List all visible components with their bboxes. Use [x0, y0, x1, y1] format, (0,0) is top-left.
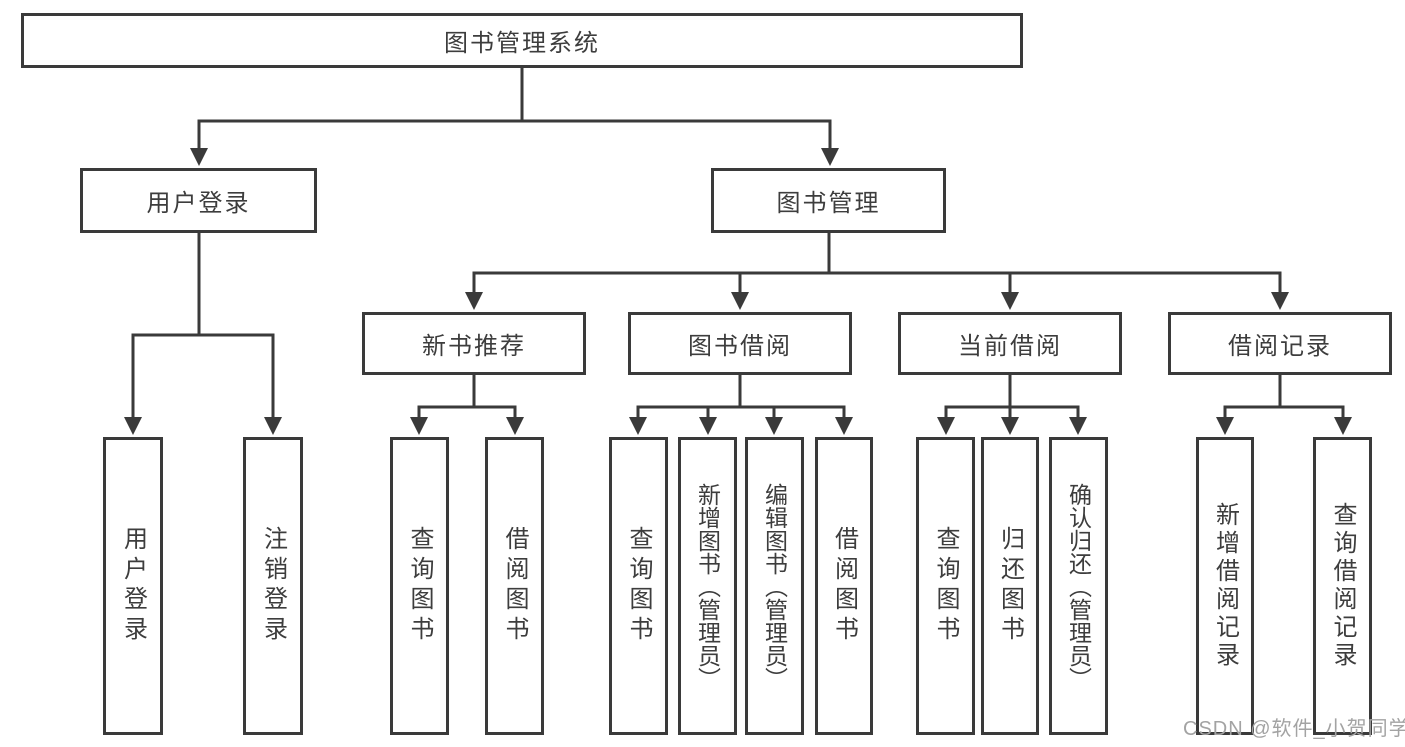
node-book-borrow: 图书借阅: [628, 312, 852, 375]
leaf-query-books-current: 查询图书: [916, 437, 975, 735]
leaf-add-book-admin: 新增图书（管理员）: [678, 437, 737, 735]
connector-book-borrow-children: [629, 371, 853, 435]
connector-new-book-children: [410, 371, 524, 435]
leaf-query-borrow-record: 查询借阅记录: [1313, 437, 1372, 735]
leaf-query-books-current-label: 查询图书: [932, 526, 959, 646]
leaf-user-login: 用户登录: [103, 437, 163, 735]
leaf-query-books-borrow-label: 查询图书: [625, 526, 652, 646]
connector-book-mgmt-modules: [465, 229, 1289, 310]
leaf-logout-label: 注销登录: [259, 526, 287, 646]
leaf-add-book-admin-label: 新增图书（管理员）: [694, 482, 721, 690]
node-borrow-record: 借阅记录: [1168, 312, 1392, 375]
node-book-management-branch: 图书管理: [711, 168, 946, 233]
node-root-system-label: 图书管理系统: [444, 30, 600, 57]
node-current-borrow: 当前借阅: [898, 312, 1122, 375]
leaf-add-borrow-record: 新增借阅记录: [1196, 437, 1254, 735]
leaf-edit-book-admin: 编辑图书（管理员）: [745, 437, 804, 735]
leaf-borrow-books-label: 借阅图书: [830, 526, 858, 646]
node-borrow-record-label: 借阅记录: [1228, 333, 1332, 360]
leaf-confirm-return-admin-label: 确认归还（管理员）: [1065, 482, 1092, 690]
node-new-book-recommend: 新书推荐: [362, 312, 586, 375]
leaf-return-book: 归还图书: [981, 437, 1039, 735]
leaf-borrow-books-recommend: 借阅图书: [485, 437, 544, 735]
leaf-add-borrow-record-label: 新增借阅记录: [1211, 502, 1239, 670]
node-new-book-recommend-label: 新书推荐: [422, 333, 526, 360]
connector-current-borrow-children: [937, 371, 1087, 435]
node-book-borrow-label: 图书借阅: [688, 333, 792, 360]
leaf-edit-book-admin-label: 编辑图书（管理员）: [761, 482, 788, 690]
leaf-return-book-label: 归还图书: [996, 526, 1024, 646]
node-book-management-branch-label: 图书管理: [776, 190, 881, 217]
connector-user-login-children: [124, 229, 282, 435]
leaf-logout: 注销登录: [243, 437, 303, 735]
node-root-system: 图书管理系统: [21, 13, 1023, 68]
node-user-login-branch: 用户登录: [80, 168, 317, 233]
connector-borrow-record-children: [1216, 371, 1352, 435]
leaf-user-login-label: 用户登录: [119, 526, 147, 646]
leaf-query-books-borrow: 查询图书: [609, 437, 668, 735]
leaf-borrow-books: 借阅图书: [815, 437, 873, 735]
leaf-confirm-return-admin: 确认归还（管理员）: [1049, 437, 1108, 735]
leaf-query-books-recommend: 查询图书: [390, 437, 449, 735]
leaf-borrow-books-recommend-label: 借阅图书: [501, 526, 528, 646]
csdn-watermark: CSDN @软件_小贺同学: [1183, 718, 1405, 740]
node-user-login-branch-label: 用户登录: [146, 190, 251, 217]
connector-root-to-level2: [190, 64, 839, 166]
leaf-query-borrow-record-label: 查询借阅记录: [1329, 502, 1356, 670]
leaf-query-books-recommend-label: 查询图书: [406, 526, 433, 646]
node-current-borrow-label: 当前借阅: [958, 333, 1062, 360]
